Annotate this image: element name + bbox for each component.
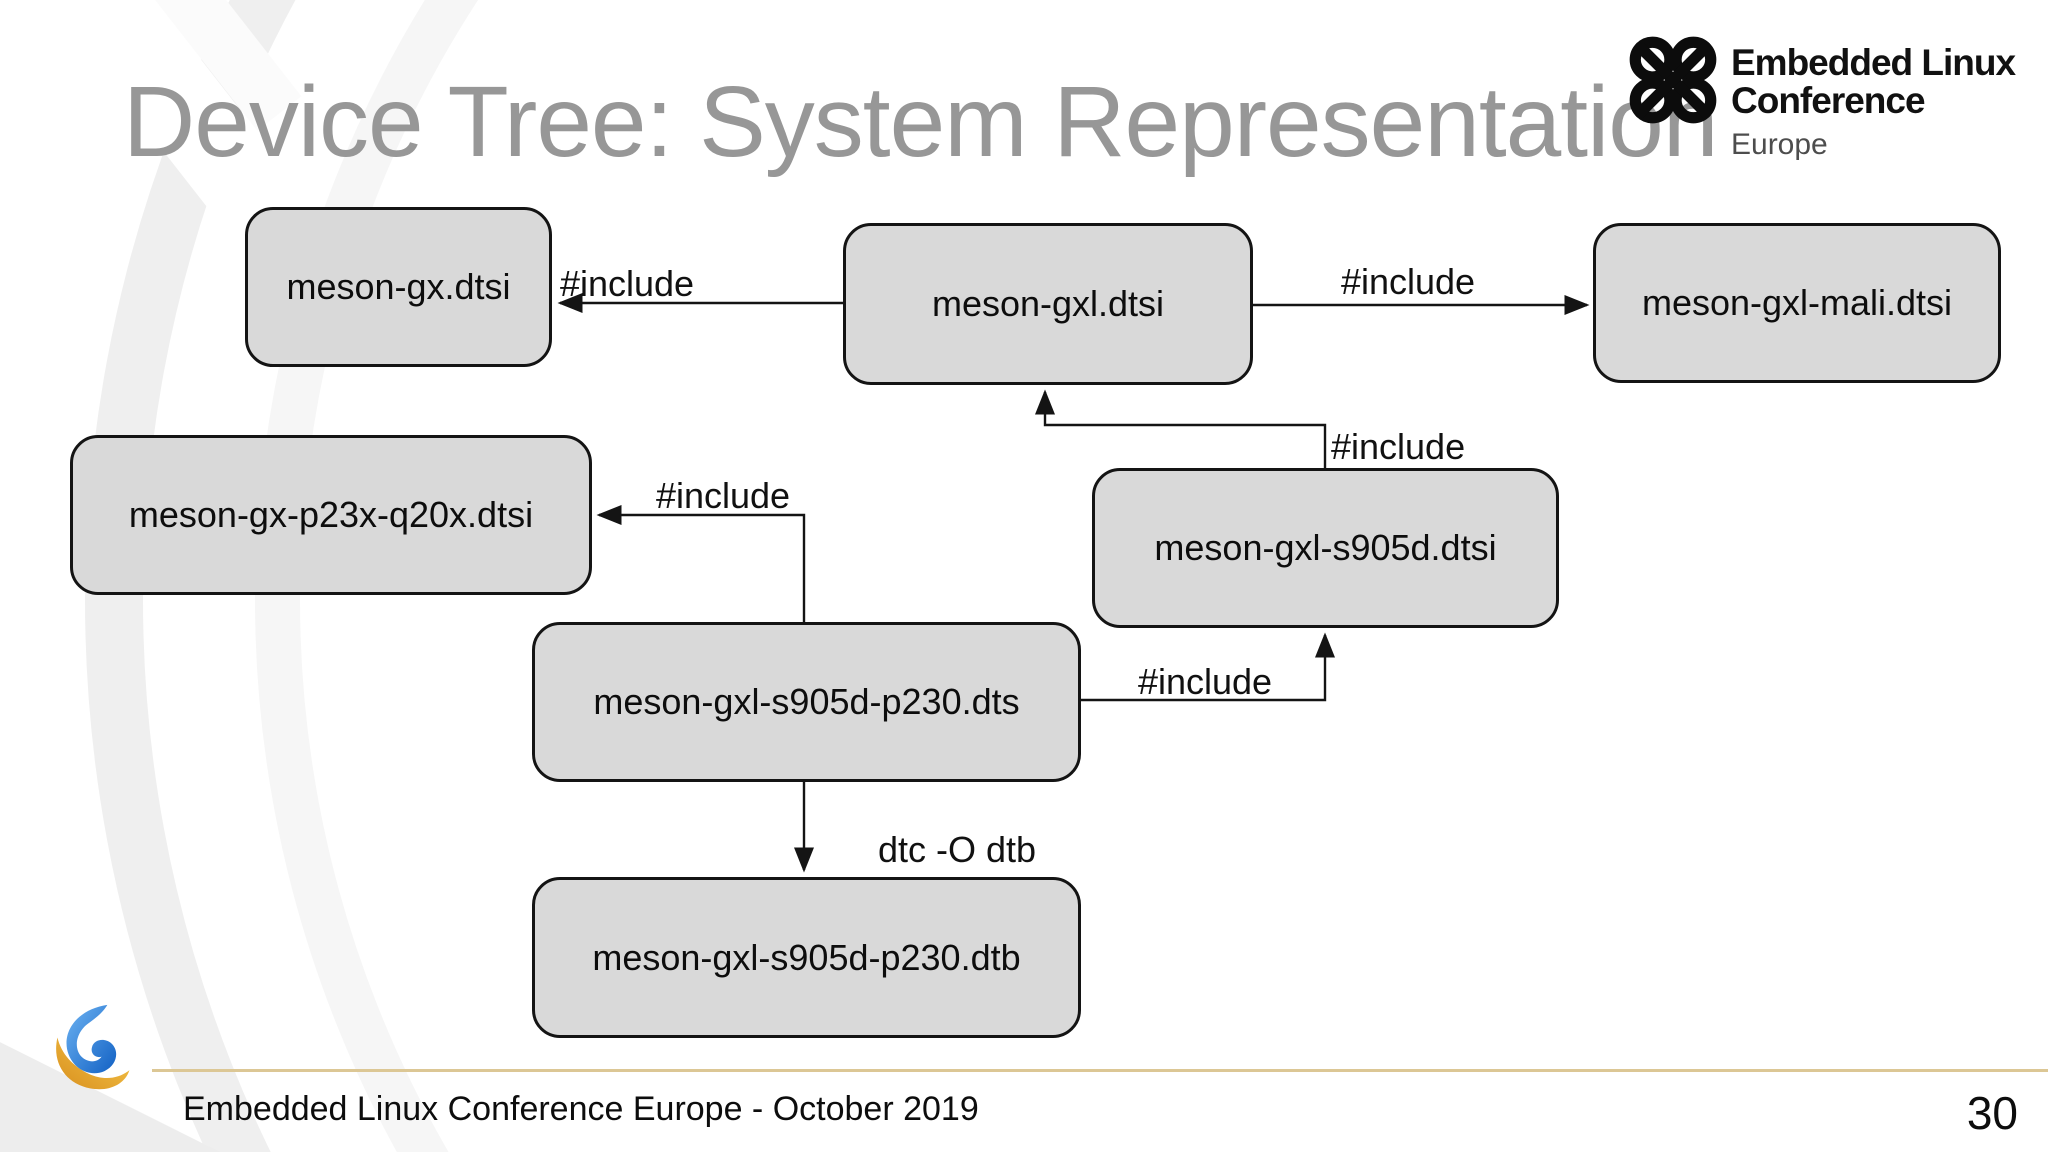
- elce-logo-line2: Conference: [1731, 80, 1926, 121]
- edge-label-gxl-includes-gx: #include: [560, 263, 694, 304]
- edge-dts-includes-s905d: [1081, 632, 1336, 702]
- edge-dts-includes-p23x: [596, 504, 806, 622]
- bootlin-swirl-icon: [56, 1004, 130, 1090]
- page-number: 30: [1966, 1087, 2018, 1139]
- footer-rule: [152, 1069, 2048, 1072]
- elce-logo: Embedded Linux Conference Europe: [1622, 0, 2048, 170]
- edge-label-dts-includes-p23x: #include: [656, 475, 790, 516]
- celtic-knot-icon: [1629, 36, 1717, 124]
- elce-logo-line3: Europe: [1731, 128, 1828, 161]
- edge-s905d-includes-gxl: [1034, 389, 1327, 468]
- footer-text: Embedded Linux Conference Europe - Octob…: [183, 1090, 979, 1128]
- edge-label-gxl-includes-mali: #include: [1341, 261, 1475, 302]
- edge-label-dts-includes-s905d: #include: [1138, 661, 1272, 702]
- elce-logo-line1: Embedded Linux: [1731, 42, 2016, 83]
- edge-label-s905d-includes-gxl: #include: [1331, 426, 1465, 467]
- edge-label-dts-compiles-dtb: dtc -O dtb: [878, 829, 1036, 870]
- slide-title: Device Tree: System Representation: [123, 66, 1719, 178]
